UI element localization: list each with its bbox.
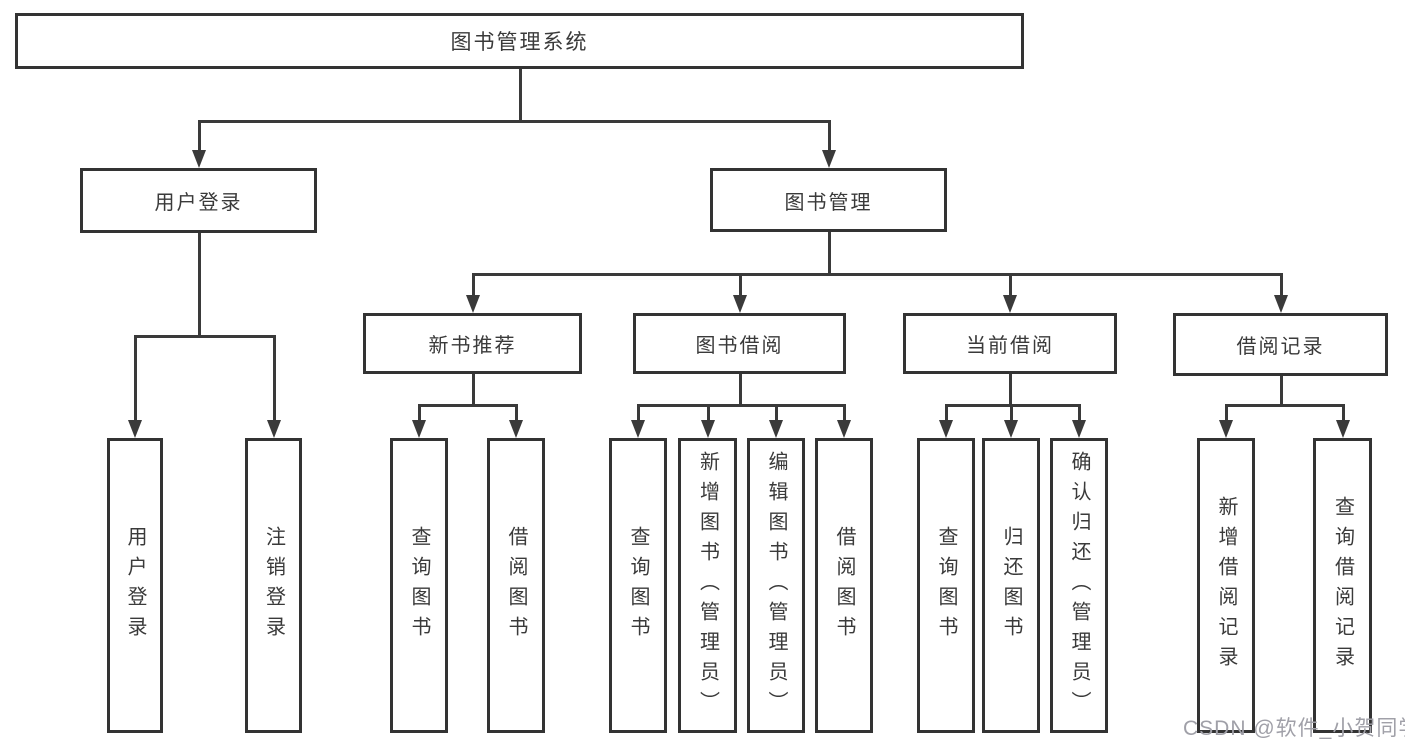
arrowhead-icon [128,420,142,438]
connector-line [418,404,518,407]
arrowhead-icon [837,420,851,438]
arrowhead-icon [822,150,836,168]
connector-line [1342,404,1345,423]
arrowhead-icon [1003,295,1017,313]
connector-line [1078,404,1081,423]
connector-line [198,120,831,123]
connector-line [1225,404,1228,423]
node-label-leaf-query-book-1: 查询图书 [408,525,430,646]
connector-line [739,273,742,298]
node-label-root: 图书管理系统 [450,31,589,54]
arrowhead-icon [733,295,747,313]
connector-line [945,404,948,423]
node-leaf-edit-book: 编辑图书（管理员） [747,438,805,733]
connector-line [828,120,831,153]
connector-line [472,374,475,407]
node-label-leaf-user-login: 用户登录 [124,525,146,646]
arrowhead-icon [267,420,281,438]
node-user-login: 用户登录 [80,168,317,233]
node-leaf-query-book-3: 查询图书 [917,438,975,733]
node-leaf-add-book: 新增图书（管理员） [678,438,737,733]
connector-line [1280,376,1283,407]
connector-line [198,233,201,338]
node-book-borrow: 图书借阅 [633,313,846,374]
node-label-new-book-rec: 新书推荐 [428,335,517,357]
node-leaf-query-record: 查询借阅记录 [1313,438,1372,733]
connector-line [1009,273,1012,298]
node-label-leaf-confirm-return: 确认归还（管理员） [1068,450,1090,721]
arrowhead-icon [192,150,206,168]
arrowhead-icon [1336,420,1350,438]
connector-line [515,404,518,423]
connector-line [637,404,846,407]
connector-line [273,335,276,423]
node-label-book-borrow: 图书借阅 [695,335,784,357]
arrowhead-icon [1219,420,1233,438]
node-leaf-query-book-2: 查询图书 [609,438,667,733]
node-label-user-login: 用户登录 [154,192,243,214]
arrowhead-icon [701,420,715,438]
connector-line [472,273,1283,276]
node-label-leaf-query-record: 查询借阅记录 [1331,495,1354,676]
node-label-leaf-borrow-book-1: 借阅图书 [505,525,527,646]
node-root: 图书管理系统 [15,13,1024,69]
node-leaf-return-book: 归还图书 [982,438,1040,733]
connector-line [843,404,846,423]
arrowhead-icon [466,295,480,313]
connector-line [418,404,421,423]
arrowhead-icon [509,420,523,438]
arrowhead-icon [412,420,426,438]
node-label-leaf-query-book-2: 查询图书 [627,525,649,646]
connector-line [828,232,831,276]
node-leaf-query-book-1: 查询图书 [390,438,448,733]
node-borrow-records: 借阅记录 [1173,313,1388,376]
arrowhead-icon [1274,295,1288,313]
node-leaf-borrow-book-2: 借阅图书 [815,438,873,733]
connector-line [472,273,475,298]
connector-line [1010,404,1013,423]
node-leaf-borrow-book-1: 借阅图书 [487,438,545,733]
node-current-borrow: 当前借阅 [903,313,1117,374]
node-label-leaf-borrow-book-2: 借阅图书 [833,525,855,646]
node-label-leaf-add-record: 新增借阅记录 [1215,495,1237,676]
arrowhead-icon [939,420,953,438]
node-label-leaf-logout: 注销登录 [262,525,285,646]
node-leaf-confirm-return: 确认归还（管理员） [1050,438,1108,733]
watermark: CSDN @软件_小贺同学 [1183,717,1405,740]
node-label-leaf-query-book-3: 查询图书 [935,525,957,646]
connector-line [1009,374,1012,407]
connector-line [198,120,201,153]
connector-line [519,69,522,123]
arrowhead-icon [631,420,645,438]
connector-line [637,404,640,423]
node-leaf-add-record: 新增借阅记录 [1197,438,1255,733]
node-label-current-borrow: 当前借阅 [966,335,1054,357]
node-label-leaf-add-book: 新增图书（管理员） [696,450,719,721]
node-leaf-user-login: 用户登录 [107,438,163,733]
connector-line [739,374,742,407]
connector-line [775,404,778,423]
node-leaf-logout: 注销登录 [245,438,302,733]
node-label-borrow-records: 借阅记录 [1236,336,1325,358]
connector-line [134,335,137,423]
connector-line [1280,273,1283,298]
node-new-book-rec: 新书推荐 [363,313,582,374]
node-label-book-mgmt: 图书管理 [784,191,873,214]
node-label-leaf-edit-book: 编辑图书（管理员） [765,450,787,721]
arrowhead-icon [1072,420,1086,438]
connector-line [945,404,1081,407]
node-label-leaf-return-book: 归还图书 [1000,525,1022,646]
arrowhead-icon [769,420,783,438]
connector-line [134,335,276,338]
connector-line [1225,404,1345,407]
connector-line [707,404,710,423]
node-book-mgmt: 图书管理 [710,168,947,232]
arrowhead-icon [1004,420,1018,438]
